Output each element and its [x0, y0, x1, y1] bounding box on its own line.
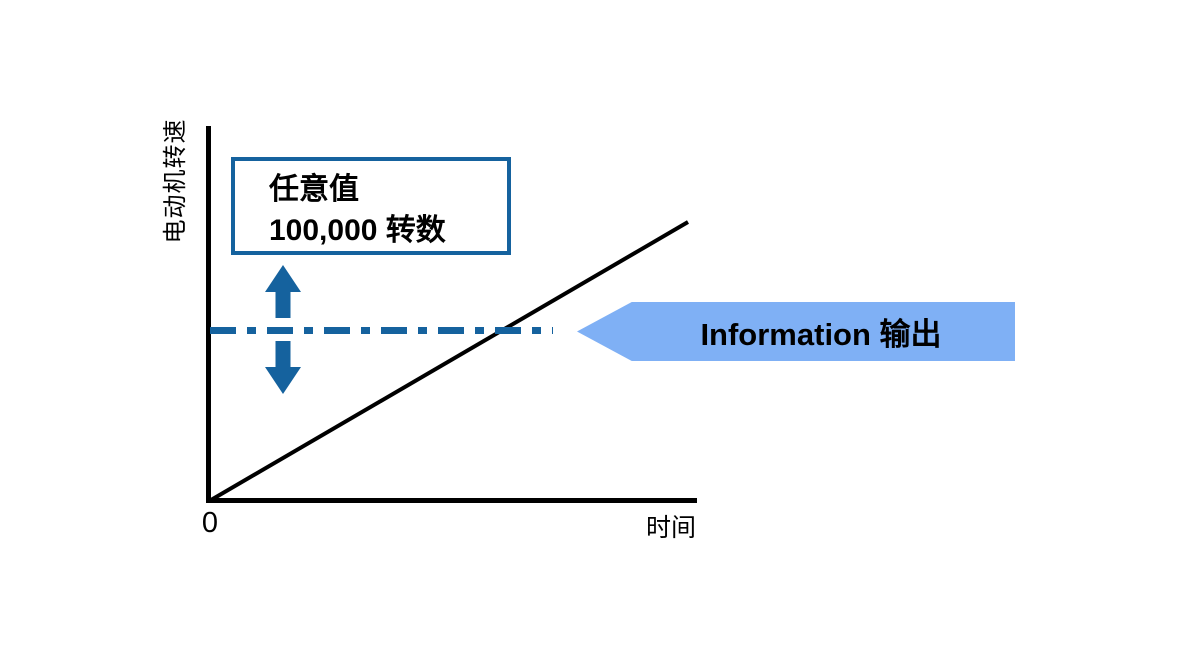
motor-speed-line [209, 220, 690, 502]
x-axis-label: 时间 [646, 514, 697, 542]
arrow-up-icon [265, 265, 301, 318]
information-output-banner: Information 输出 [577, 302, 1015, 361]
information-output-label: Information 输出 [700, 317, 942, 352]
threshold-value-line2: 100,000 转数 [269, 214, 446, 247]
y-axis-label: 电动机转速 [162, 118, 189, 244]
threshold-value-line1: 任意值 [269, 173, 359, 206]
arrow-down-icon [265, 341, 301, 394]
threshold-value-box: 任意值 100,000 转数 [231, 157, 511, 255]
origin-tick-label: 0 [201, 507, 219, 539]
